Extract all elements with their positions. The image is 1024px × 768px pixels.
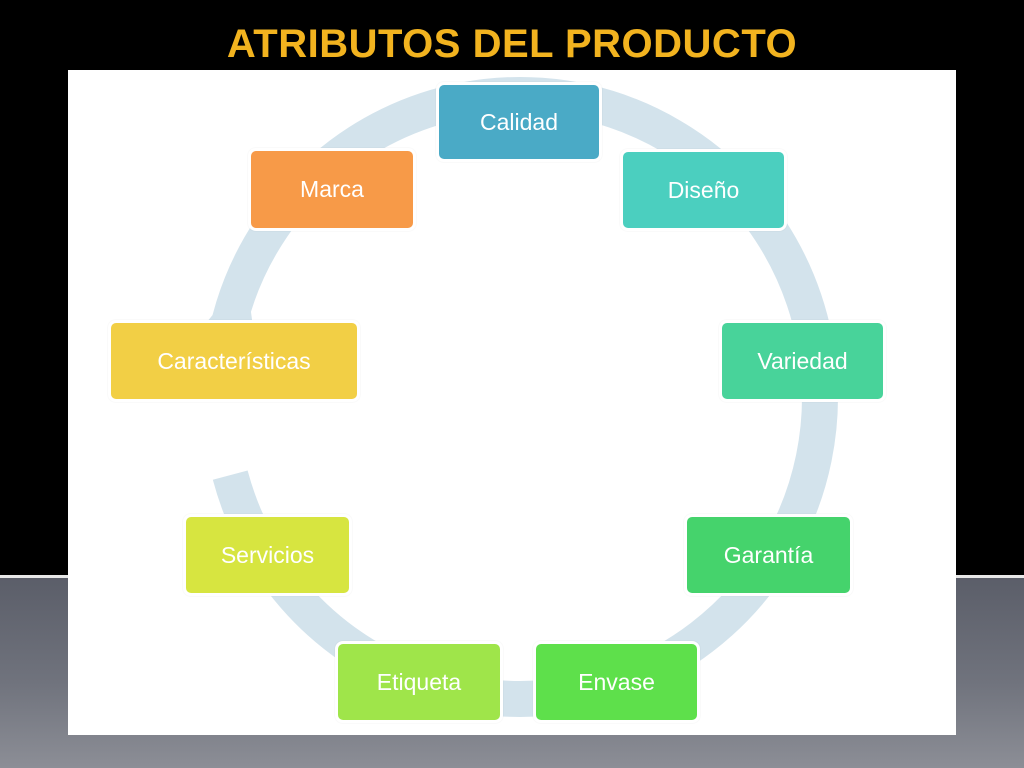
node-servicios[interactable]: Servicios (183, 514, 352, 596)
node-variedad[interactable]: Variedad (719, 320, 886, 402)
node-caracteristicas-label: Características (157, 347, 311, 374)
node-caracteristicas[interactable]: Características (108, 320, 360, 402)
node-calidad-label: Calidad (480, 108, 558, 135)
node-envase-label: Envase (578, 668, 655, 695)
node-servicios-label: Servicios (220, 541, 315, 568)
cycle-ring (193, 77, 838, 717)
node-calidad[interactable]: Calidad (436, 82, 602, 162)
node-marca-label: Marca (300, 176, 364, 202)
node-variedad-label: Variedad (757, 347, 848, 374)
slide-title: ATRIBUTOS DEL PRODUCTO (226, 22, 798, 66)
node-diseno-label: Diseño (667, 176, 740, 203)
node-garantia-label: Garantía (723, 541, 814, 568)
diagram-panel: Calidad Diseño Variedad Garantía Envase … (68, 70, 956, 735)
node-diseno[interactable]: Diseño (620, 149, 787, 231)
node-etiqueta-label: Etiqueta (376, 668, 462, 695)
node-marca[interactable]: Marca (248, 148, 416, 231)
node-envase[interactable]: Envase (533, 641, 700, 723)
node-etiqueta[interactable]: Etiqueta (335, 641, 503, 723)
node-garantia[interactable]: Garantía (684, 514, 853, 596)
